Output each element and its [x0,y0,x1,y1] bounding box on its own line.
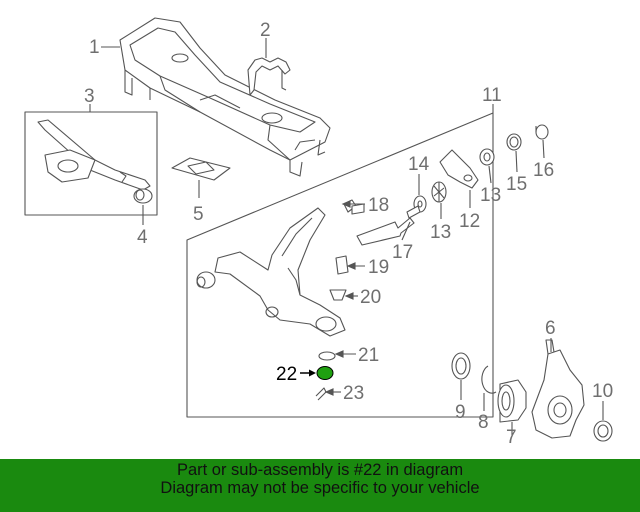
banner-line-1: Part or sub-assembly is #22 in diagram [176,461,464,479]
arrow-21 [334,350,344,358]
clip-part-20 [329,289,347,301]
callout-20[interactable]: 20 [360,287,381,308]
callout-5[interactable]: 5 [193,204,204,225]
banner-line-2: Diagram may not be specific to your vehi… [160,479,480,497]
sleeve-part-16 [535,124,549,140]
seal-part-9 [451,352,471,380]
leader-16 [542,139,545,159]
callout-8[interactable]: 8 [478,412,489,433]
callout-22[interactable]: 22 [276,364,297,385]
snap-ring-part-8 [481,365,497,394]
callout-16[interactable]: 16 [533,160,554,181]
part-11-box [186,112,494,418]
washer-part-13-upper [479,148,495,166]
ring-part-15 [506,133,522,151]
callout-12[interactable]: 12 [459,211,480,232]
callout-9[interactable]: 9 [455,402,466,423]
callout-15[interactable]: 15 [506,174,527,195]
arrow-23 [324,388,334,396]
control-arm-part [196,207,346,337]
arrow-20 [344,292,354,300]
callout-18[interactable]: 18 [368,195,389,216]
callout-23[interactable]: 23 [343,383,364,404]
arrow-19 [346,262,356,270]
plate-part [171,157,231,181]
bushing-part-4 [133,188,153,204]
callout-19[interactable]: 19 [368,257,389,278]
callout-3[interactable]: 3 [84,86,95,107]
leader-13-upper [488,165,492,184]
cotter-pin-part-23 [315,387,327,401]
leader-15 [515,150,518,173]
callout-21[interactable]: 21 [358,345,379,366]
stabilizer-bar-part [37,119,151,191]
callout-2[interactable]: 2 [260,20,271,41]
callout-4[interactable]: 4 [137,227,148,248]
callout-17[interactable]: 17 [392,242,413,263]
shaft-part-17 [356,205,421,246]
info-banner: Part or sub-assembly is #22 in diagram D… [0,459,640,512]
callout-10[interactable]: 10 [592,381,613,402]
knuckle-part-6 [531,339,585,439]
highlighted-part-22[interactable] [300,366,334,380]
leader-17 [401,221,411,241]
seal-part-10 [593,420,613,442]
washer-part-21 [318,351,336,361]
bracket-part [247,57,291,96]
callout-13-upper[interactable]: 13 [480,185,501,206]
callout-6[interactable]: 6 [545,318,556,339]
bracket-part-12 [439,149,479,189]
callout-14[interactable]: 14 [408,154,430,175]
callout-11[interactable]: 11 [482,85,502,106]
bushing-part-13-lower [431,181,447,203]
crossmember-part [119,17,331,177]
bearing-part-7 [497,379,527,423]
arrow-18 [341,200,351,208]
part-3-box [24,111,158,216]
callout-1[interactable]: 1 [89,37,100,58]
callout-7[interactable]: 7 [506,427,517,448]
stud-part-19 [335,255,349,275]
callout-13-lower[interactable]: 13 [430,222,451,243]
